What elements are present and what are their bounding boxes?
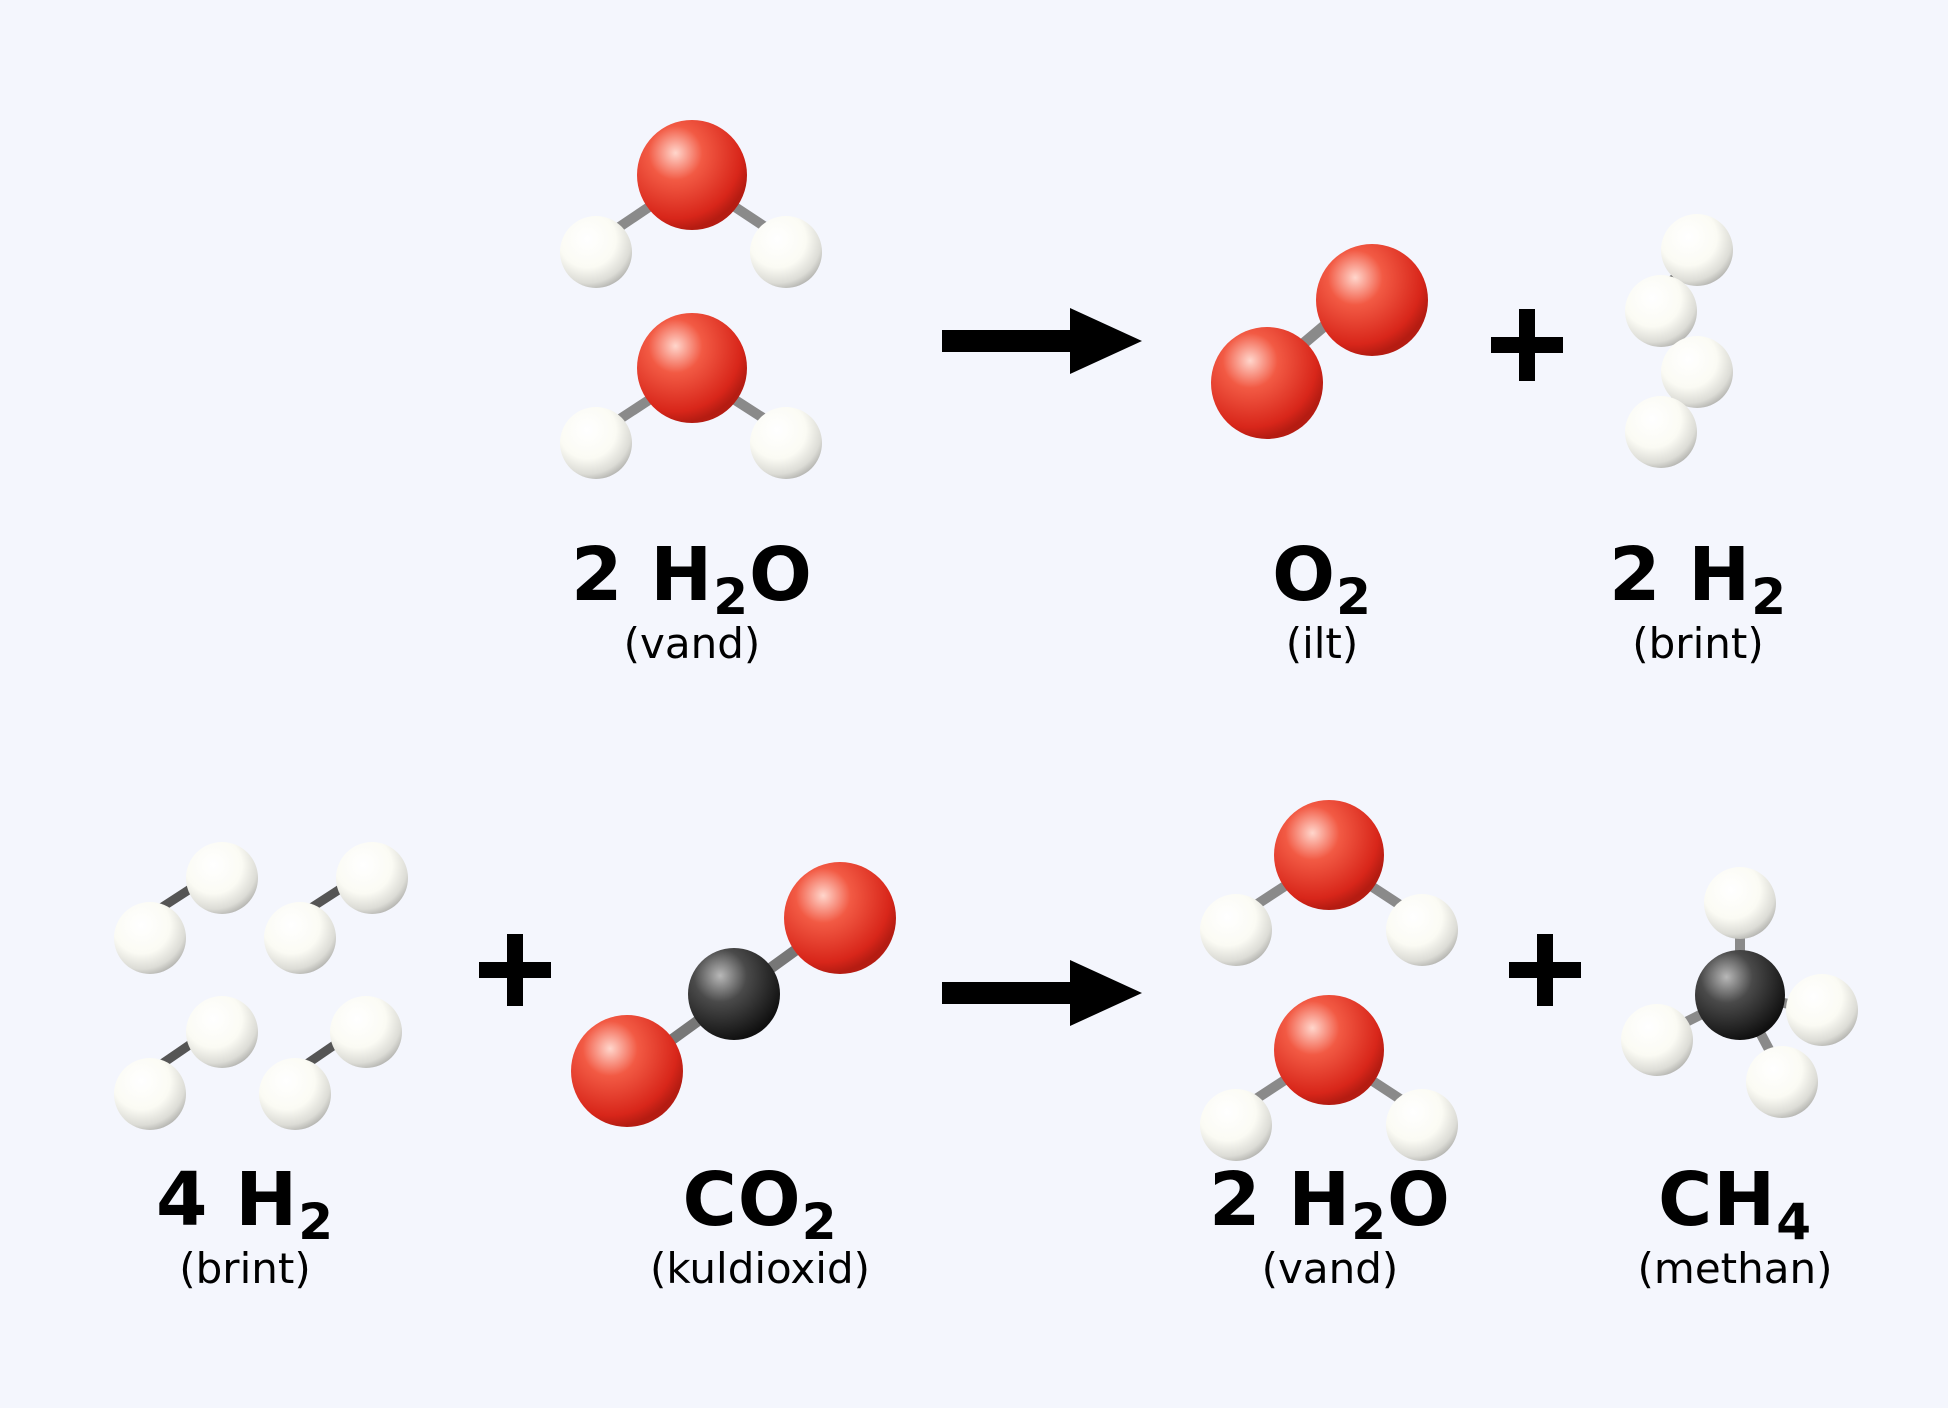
oxygen-atom bbox=[637, 313, 747, 423]
compound-name: (brint) bbox=[179, 1244, 311, 1293]
hydrogen-atom bbox=[1625, 396, 1697, 468]
oxygen-atom bbox=[1211, 327, 1323, 439]
hydrogen-molecule bbox=[259, 996, 402, 1130]
plus-sign bbox=[1509, 934, 1581, 1006]
formula: 2 H2O bbox=[1209, 1157, 1451, 1251]
hydrogen-molecule bbox=[264, 842, 408, 974]
carbon-dioxide-molecule bbox=[571, 862, 896, 1127]
compound-name: (kuldioxid) bbox=[649, 1244, 871, 1293]
hydrogen-atom bbox=[114, 1058, 186, 1130]
formula: 4 H2 bbox=[156, 1157, 334, 1251]
hydrogen-atom bbox=[330, 996, 402, 1068]
oxygen-atom bbox=[784, 862, 896, 974]
hydrogen-atom bbox=[1661, 214, 1733, 286]
carbon-atom bbox=[1695, 950, 1785, 1040]
hydrogen-atom bbox=[560, 216, 632, 288]
hydrogen-atom bbox=[1625, 275, 1697, 347]
hydrogen-molecule bbox=[1625, 214, 1733, 347]
hydrogen-atom bbox=[186, 842, 258, 914]
formula: CH4 bbox=[1657, 1157, 1813, 1251]
compound-name: (vand) bbox=[1261, 1244, 1399, 1293]
formula: CO2 bbox=[682, 1157, 838, 1251]
hydrogen-molecule bbox=[114, 842, 258, 974]
carbon-atom bbox=[688, 948, 780, 1040]
hydrogen-atom bbox=[560, 407, 632, 479]
hydrogen-atom bbox=[1746, 1046, 1818, 1118]
hydrogen-atom bbox=[1704, 867, 1776, 939]
water-molecule bbox=[1200, 800, 1458, 966]
compound-name: (ilt) bbox=[1285, 619, 1359, 668]
plus-sign bbox=[1491, 309, 1563, 381]
reaction-arrow bbox=[942, 960, 1142, 1026]
hydrogen-atom bbox=[114, 902, 186, 974]
hydrogen-atom bbox=[336, 842, 408, 914]
compound-name: (methan) bbox=[1637, 1244, 1833, 1293]
product-hydrogen-label: 2 H2 (brint) bbox=[1609, 535, 1787, 669]
reactant-water-label: 2 H2O (vand) bbox=[571, 535, 813, 669]
hydrogen-molecule bbox=[1625, 336, 1733, 468]
oxygen-atom bbox=[1274, 995, 1384, 1105]
hydrogen-atom bbox=[1786, 974, 1858, 1046]
formula: 2 H2 bbox=[1609, 532, 1787, 626]
hydrogen-atom bbox=[1386, 894, 1458, 966]
oxygen-atom bbox=[571, 1015, 683, 1127]
hydrogen-atom bbox=[259, 1058, 331, 1130]
compound-name: (brint) bbox=[1632, 619, 1764, 668]
water-molecule bbox=[560, 120, 822, 288]
hydrogen-atom bbox=[1661, 336, 1733, 408]
hydrogen-atom bbox=[1621, 1004, 1693, 1076]
reaction-arrow bbox=[942, 308, 1142, 374]
reactant-hydrogen-label: 4 H2 (brint) bbox=[156, 1160, 334, 1294]
formula: O2 bbox=[1272, 532, 1372, 626]
hydrogen-atom bbox=[750, 407, 822, 479]
methane-molecule bbox=[1621, 867, 1858, 1118]
hydrogen-molecule bbox=[114, 996, 258, 1130]
hydrogen-atom bbox=[750, 216, 822, 288]
product-oxygen-label: O2 (ilt) bbox=[1272, 535, 1372, 669]
plus-sign bbox=[479, 934, 551, 1006]
hydrogen-atom bbox=[186, 996, 258, 1068]
oxygen-atom bbox=[637, 120, 747, 230]
oxygen-molecule bbox=[1211, 244, 1428, 439]
water-molecule bbox=[1200, 995, 1458, 1161]
hydrogen-atom bbox=[1200, 1089, 1272, 1161]
hydrogen-atom bbox=[1386, 1089, 1458, 1161]
oxygen-atom bbox=[1316, 244, 1428, 356]
hydrogen-atom bbox=[1200, 894, 1272, 966]
formula: 2 H2O bbox=[571, 532, 813, 626]
compound-name: (vand) bbox=[623, 619, 761, 668]
product-methane-label: CH4 (methan) bbox=[1638, 1160, 1833, 1294]
hydrogen-atom bbox=[264, 902, 336, 974]
water-molecule bbox=[560, 313, 822, 479]
oxygen-atom bbox=[1274, 800, 1384, 910]
product-water-label: 2 H2O (vand) bbox=[1209, 1160, 1451, 1294]
reactant-carbon-dioxide-label: CO2 (kuldioxid) bbox=[650, 1160, 870, 1294]
